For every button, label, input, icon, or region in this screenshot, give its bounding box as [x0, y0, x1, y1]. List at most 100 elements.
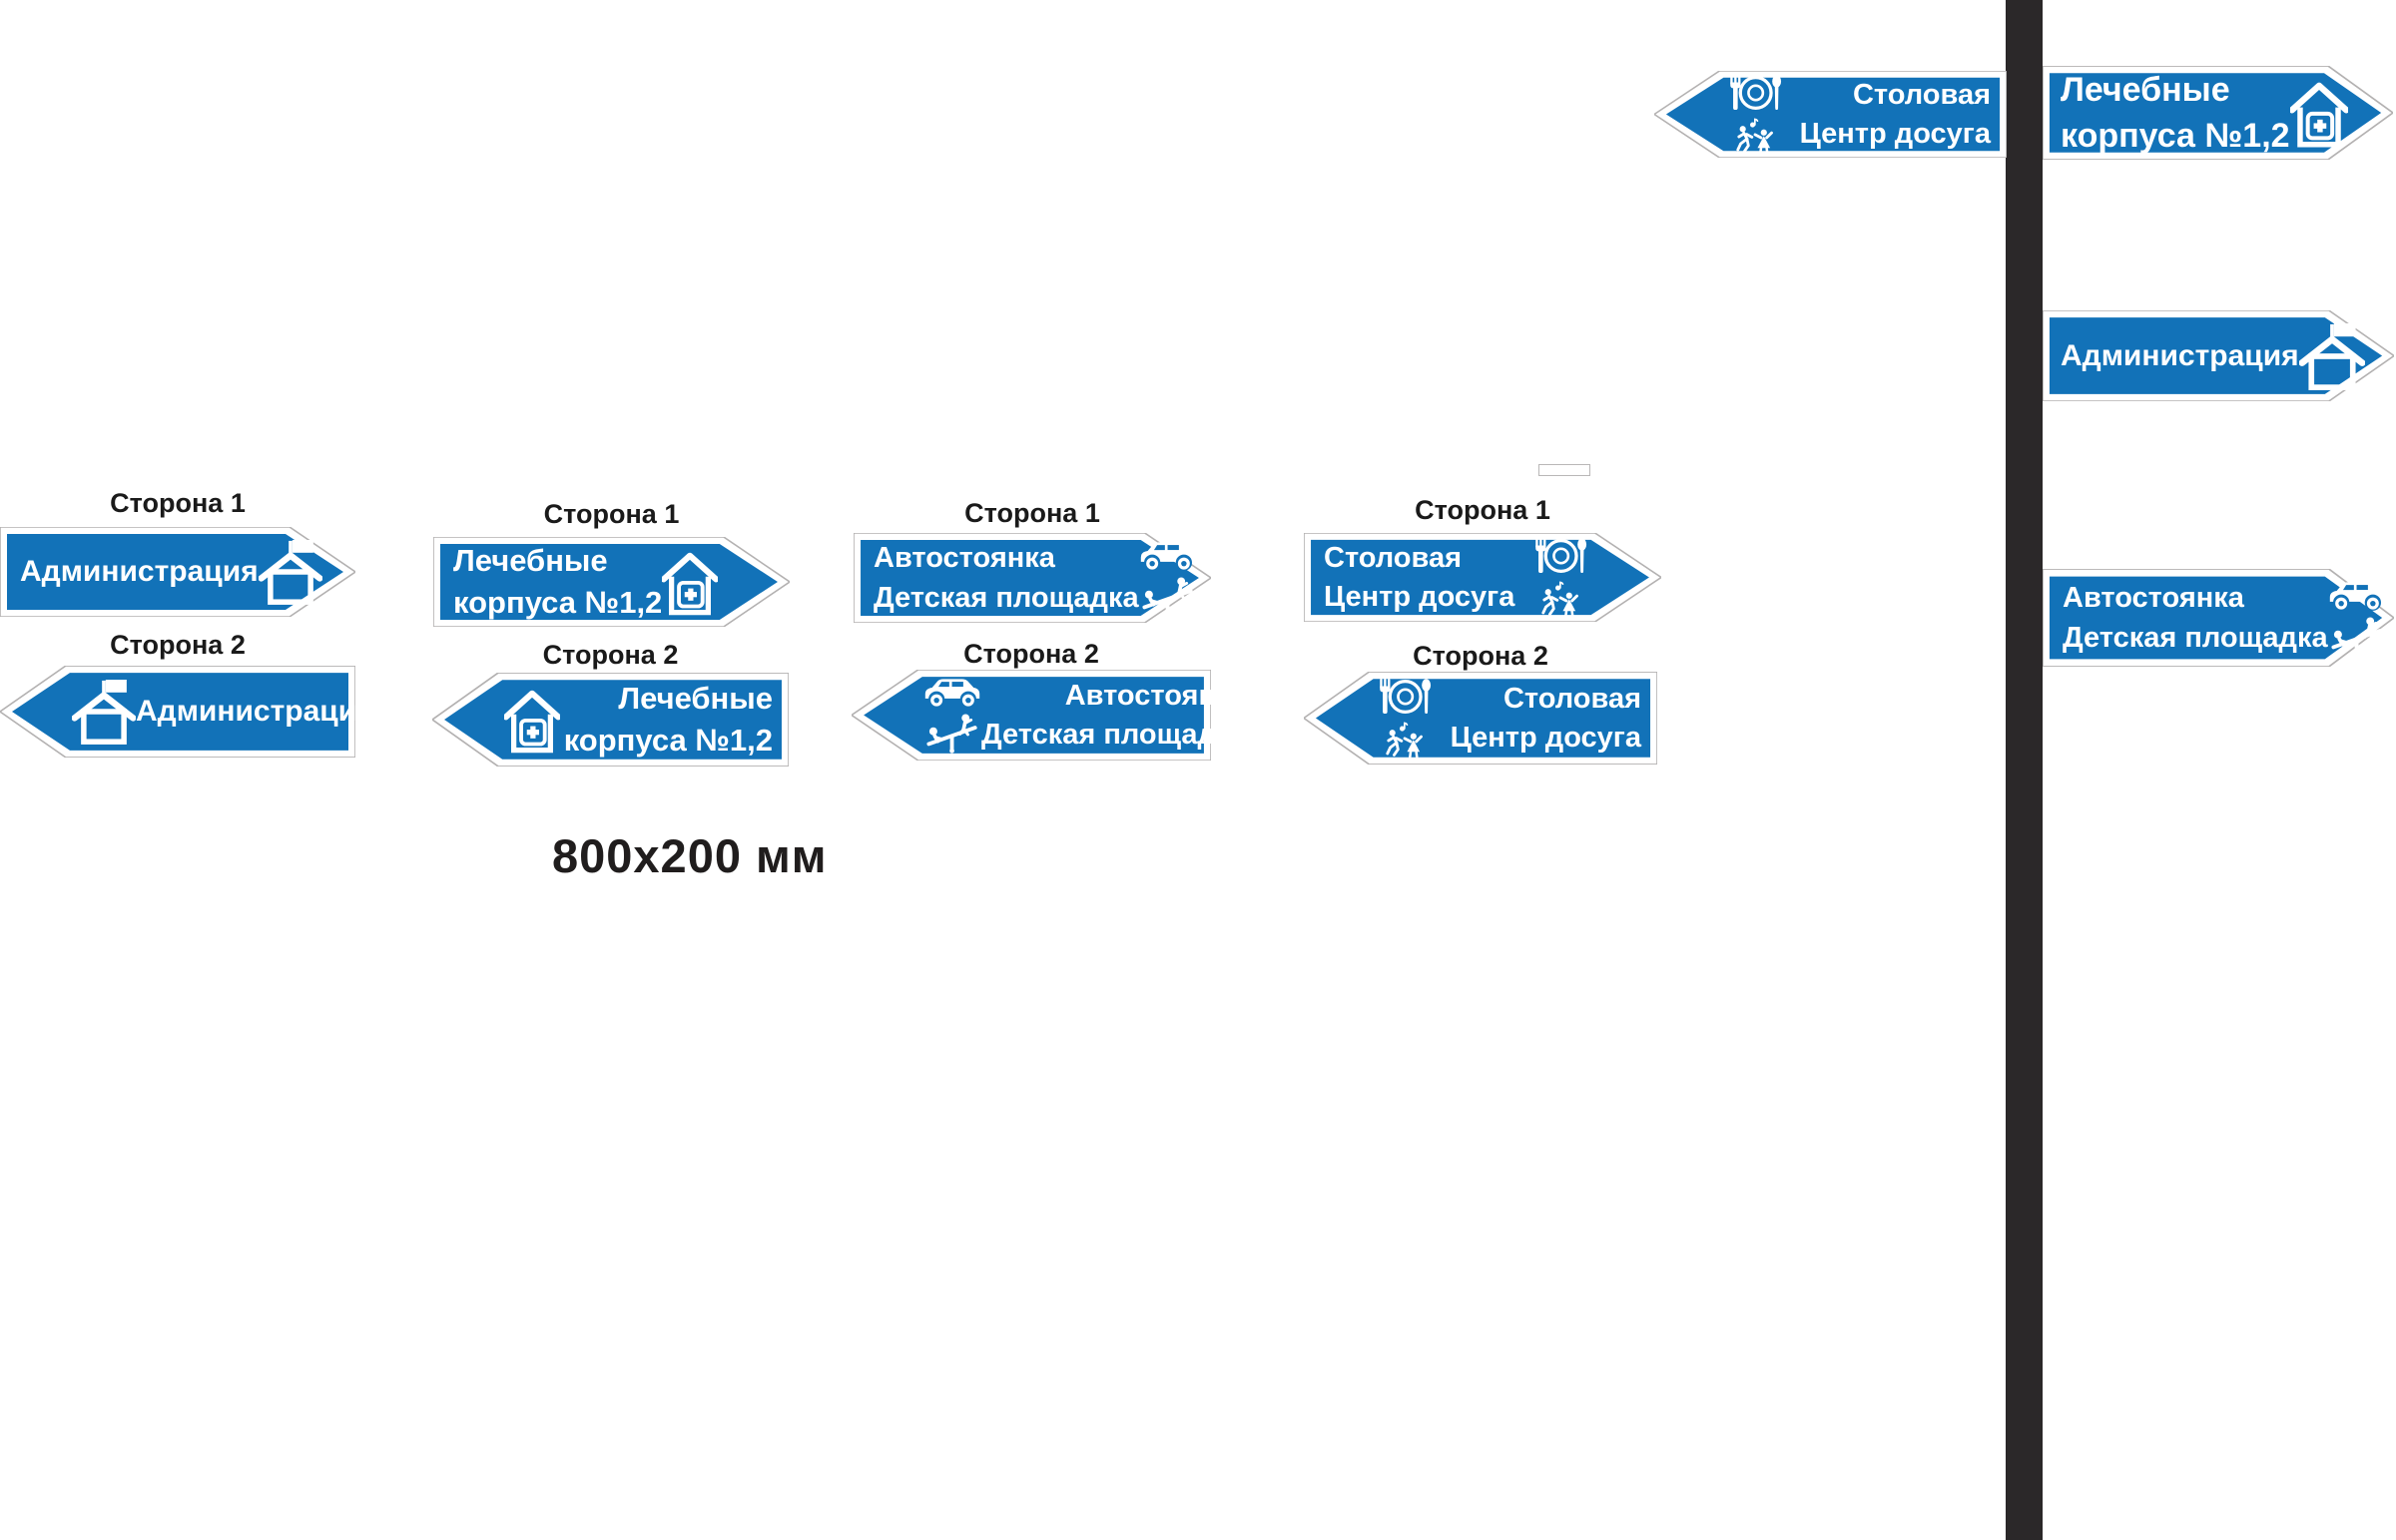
- sign-text: Столовая Центр досуга: [1451, 683, 1641, 755]
- sign-line-1: Лечебные: [453, 542, 608, 578]
- sign-line-1: Лечебные: [618, 680, 773, 716]
- dining-icon: [1376, 678, 1434, 716]
- sign-dining-side1: Столовая Центр досуга: [1304, 533, 1661, 622]
- sign-line-2: Детская площадка: [981, 719, 1247, 751]
- pole-sign-medical-buildings: Лечебные корпуса №1,2: [2043, 66, 2393, 160]
- sign-content: Лечебные корпуса №1,2: [433, 537, 790, 627]
- sign-line-1: Администрация: [2061, 338, 2299, 372]
- sign-content: Столовая Центр досуга: [1654, 71, 2007, 158]
- sign-content: Лечебные корпуса №1,2: [432, 673, 789, 767]
- sign-text: Администрация: [2061, 339, 2299, 373]
- sign-medical-side2: Лечебные корпуса №1,2: [432, 673, 789, 767]
- sign-icons: [2328, 580, 2386, 657]
- sign-icons: [259, 537, 322, 607]
- playground-icon: [1141, 577, 1195, 617]
- sign-line-2: корпуса №1,2: [453, 584, 663, 620]
- medical-house-icon: [662, 548, 718, 616]
- sign-icons: [662, 548, 718, 616]
- admin-house-icon: [72, 677, 136, 747]
- arrow-right-shape: [854, 533, 1211, 623]
- stray-rectangle: [1538, 464, 1590, 476]
- side-label: Сторона 1: [964, 498, 1100, 528]
- arrow-right-shape: [2043, 66, 2393, 160]
- dance-icon: [1735, 118, 1775, 156]
- sign-content: Автостоянка Детская площадка: [852, 670, 1247, 761]
- sign-administration-side1: Администрация: [0, 527, 355, 617]
- sign-icons: [2299, 320, 2365, 392]
- sign-icons: [72, 677, 136, 747]
- pole-sign-administration: Администрация: [2043, 310, 2394, 401]
- sign-content: Столовая Центр досуга: [1304, 533, 1661, 622]
- admin-house-icon: [2299, 320, 2365, 392]
- sign-text: Администрация: [136, 695, 374, 729]
- sign-text: Администрация: [20, 555, 259, 589]
- sign-content: Администрация: [0, 527, 355, 617]
- sign-line-2: Центр досуга: [1450, 722, 1641, 754]
- dining-icon: [1726, 74, 1784, 112]
- signpost-pole: [2006, 0, 2043, 1540]
- sign-line-2: Детская площадка: [874, 581, 1139, 614]
- sign-text: Автостоянка Детская площадка: [2063, 582, 2328, 654]
- sign-line-1: Автостоянка: [2063, 582, 2244, 615]
- sign-line-1: Лечебные: [2061, 71, 2230, 110]
- sign-administration-side2: Администрация: [0, 666, 374, 758]
- sign-icons: [923, 677, 981, 754]
- pole-sign-parking-playground: Автостоянка Детская площадка: [2043, 569, 2394, 667]
- car-icon: [1139, 540, 1197, 571]
- side-label: Сторона 2: [963, 639, 1099, 669]
- sign-icons: [504, 686, 560, 754]
- sign-content: Автостоянка Детская площадка: [854, 533, 1211, 623]
- sign-icons: [1531, 537, 1589, 619]
- sign-icons: [1139, 540, 1197, 617]
- sign-text: Лечебные корпуса №1,2: [453, 542, 663, 620]
- sign-icons: [2290, 78, 2348, 148]
- side-label: Сторона 2: [1413, 641, 1548, 671]
- side-label: Сторона 1: [110, 488, 246, 518]
- pole-sign-dining-leisure: Столовая Центр досуга: [1654, 71, 2007, 158]
- sign-dining-side2: Столовая Центр досуга: [1304, 672, 1657, 765]
- sign-text: Столовая Центр досуга: [1800, 79, 1991, 151]
- car-icon: [2328, 580, 2386, 611]
- sign-content: Автостоянка Детская площадка: [2043, 569, 2394, 667]
- dimension-note: 800x200 мм: [552, 829, 828, 882]
- sign-text: Столовая Центр досуга: [1324, 542, 1514, 614]
- sign-content: Администрация: [2043, 310, 2394, 401]
- arrow-right-shape: [0, 527, 355, 617]
- admin-house-icon: [259, 537, 322, 607]
- sign-parking-side1: Автостоянка Детская площадка: [854, 533, 1211, 623]
- arrow-right-shape: [2043, 310, 2394, 401]
- medical-house-icon: [504, 686, 560, 754]
- sign-line-2: корпуса №1,2: [563, 722, 773, 758]
- sign-line-1: Администрация: [136, 695, 374, 729]
- sign-line-2: корпуса №1,2: [2061, 116, 2290, 155]
- dining-icon: [1531, 537, 1589, 575]
- dance-icon: [1385, 722, 1425, 760]
- side-label: Сторона 1: [543, 499, 680, 529]
- sign-line-1: Администрация: [20, 555, 259, 589]
- sign-line-1: Столовая: [1324, 541, 1463, 574]
- sign-icons: [1726, 74, 1784, 156]
- sign-line-2: Детская площадка: [2063, 621, 2328, 654]
- sign-content: Столовая Центр досуга: [1304, 672, 1657, 765]
- sign-line-2: Центр досуга: [1799, 118, 1991, 150]
- arrow-left-shape: [0, 666, 355, 758]
- side-label: Сторона 2: [542, 640, 679, 670]
- sign-text: Автостоянка Детская площадка: [981, 680, 1247, 752]
- sign-text: Лечебные корпуса №1,2: [2061, 71, 2290, 154]
- sign-line-2: Центр досуга: [1324, 581, 1515, 613]
- medical-house-icon: [2290, 78, 2348, 148]
- sign-line-1: Автостоянка: [874, 542, 1055, 575]
- arrow-right-shape: [2043, 569, 2394, 667]
- sign-line-1: Автостоянка: [1064, 679, 1247, 712]
- side-label: Сторона 2: [110, 630, 246, 660]
- sign-icons: [1376, 678, 1434, 760]
- sign-medical-side1: Лечебные корпуса №1,2: [433, 537, 790, 627]
- sign-text: Автостоянка Детская площадка: [874, 542, 1139, 614]
- sign-content: Лечебные корпуса №1,2: [2043, 66, 2393, 160]
- playground-icon: [925, 714, 979, 754]
- side-label: Сторона 1: [1415, 495, 1550, 525]
- sign-line-1: Столовая: [1502, 682, 1641, 715]
- playground-icon: [2330, 617, 2384, 657]
- sign-parking-side2: Автостоянка Детская площадка: [852, 670, 1247, 761]
